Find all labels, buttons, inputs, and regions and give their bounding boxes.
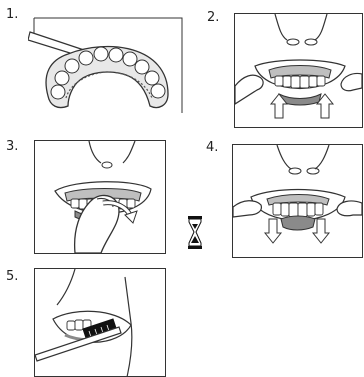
step-4-illustration [232, 144, 363, 258]
step-2-illustration [234, 13, 363, 128]
step-5-illustration [34, 268, 166, 377]
hourglass-icon [187, 216, 203, 249]
step-number: 5. [6, 270, 18, 283]
step-number: 4. [206, 141, 218, 154]
fitting-lower-denture-icon [233, 145, 362, 257]
step-number: 2. [207, 11, 219, 24]
step-1-illustration [28, 14, 183, 114]
step-number: 3. [6, 140, 18, 153]
inserting-upper-denture-icon [235, 14, 362, 127]
step-number: 1. [6, 8, 18, 21]
brushing-teeth-icon [35, 269, 165, 377]
applying-adhesive-to-denture-icon [28, 14, 183, 114]
pressing-denture-with-thumb-icon [35, 141, 165, 253]
step-3-illustration [34, 140, 166, 254]
